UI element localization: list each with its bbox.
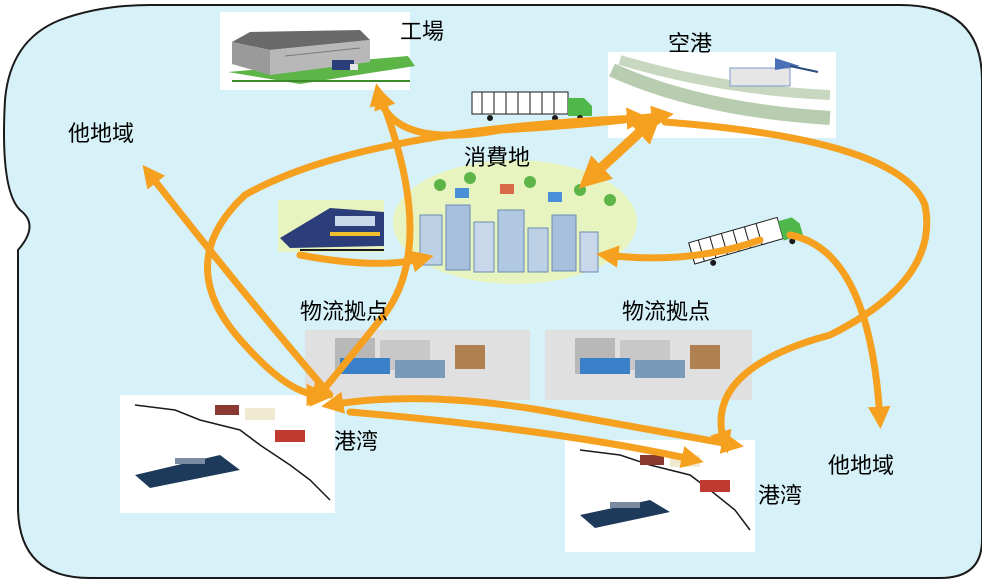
label-other-region-left: 他地域 xyxy=(68,122,135,147)
arrow-port-port-2 xyxy=(346,408,704,469)
factory-icon xyxy=(220,12,415,90)
warehouse-icon-right xyxy=(545,330,752,400)
arrow-truck-consumption xyxy=(596,236,764,268)
arrow-airport-port-left xyxy=(204,107,649,407)
port-icon-right xyxy=(565,440,755,552)
arrow-to-other-region-left xyxy=(142,164,334,399)
port-icon-left xyxy=(120,395,335,513)
arrow-port-port xyxy=(321,391,744,454)
label-port-right: 港湾 xyxy=(758,484,803,509)
label-logistics-hub-left: 物流拠点 xyxy=(300,300,389,325)
label-logistics-hub-right: 物流拠点 xyxy=(622,300,711,325)
arrow-airport-loop-port-right xyxy=(661,118,931,454)
arrows xyxy=(142,83,931,469)
arrow-factory-port-left xyxy=(309,86,414,407)
city-icon xyxy=(393,160,637,284)
label-port-left: 港湾 xyxy=(334,430,379,455)
label-airport: 空港 xyxy=(668,32,713,57)
label-other-region-right: 他地域 xyxy=(828,454,895,479)
warehouse-icon-left xyxy=(305,330,530,400)
label-consumption: 消費地 xyxy=(464,146,531,171)
arrow-to-other-region-right xyxy=(786,231,891,429)
train-icon xyxy=(278,200,384,252)
label-factory: 工場 xyxy=(400,20,445,45)
